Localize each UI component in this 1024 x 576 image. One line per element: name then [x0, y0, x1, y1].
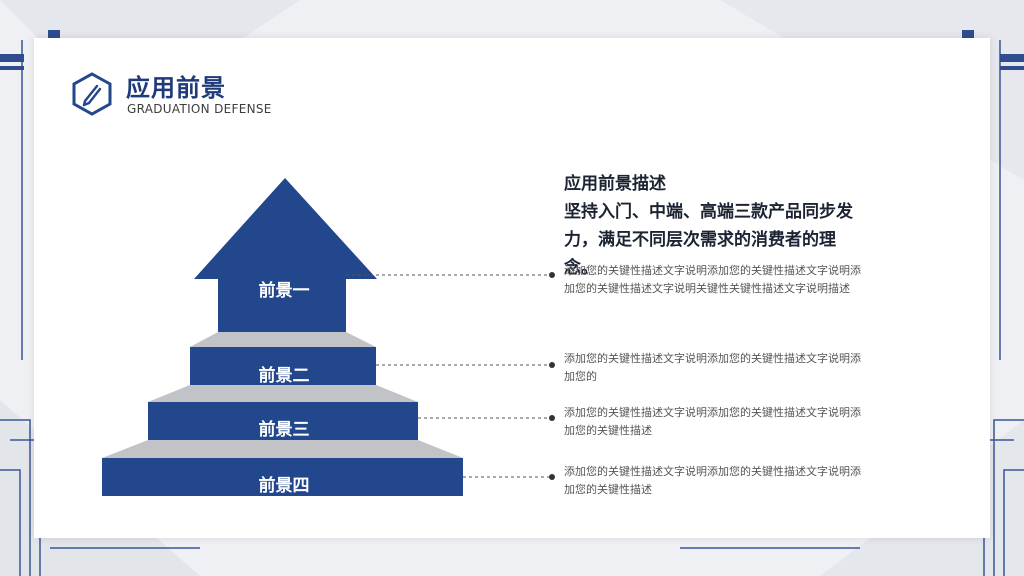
page-subtitle: GRADUATION DEFENSE — [127, 102, 272, 116]
step-desc-4: 添加您的关键性描述文字说明添加您的关键性描述文字说明添加您的关键性描述 — [564, 465, 861, 496]
description-heading: 应用前景描述 坚持入门、中端、高端三款产品同步发力，满足不同层次需求的消费者的理… — [564, 170, 864, 282]
step-4-top — [102, 440, 463, 458]
step-label-4: 前景四 — [258, 476, 310, 496]
connector-dot-4 — [549, 474, 555, 480]
step-desc-3: 添加您的关键性描述文字说明添加您的关键性描述文字说明添加您的关键性描述 — [564, 406, 861, 437]
step-desc-2: 添加您的关键性描述文字说明添加您的关键性描述文字说明添加您的 — [564, 352, 861, 383]
step-3-top — [148, 385, 418, 402]
arrow-head — [194, 178, 377, 279]
step-4-block — [102, 458, 463, 496]
connector-dot-1 — [549, 272, 555, 278]
step-desc-1: 添加您的关键性描述文字说明添加您的关键性描述文字说明添加您的关键性描述文字说明关… — [564, 264, 861, 295]
step-label-1: 前景一 — [258, 281, 310, 301]
step-2-block — [190, 347, 376, 385]
step-label-3: 前景三 — [258, 420, 310, 440]
connector-dot-2 — [549, 362, 555, 368]
heading-line-2: 坚持入门、中端、高端三款产品同步发力，满足不同层次需求的消费者的理念。 — [564, 202, 853, 278]
page-title: 应用前景 — [126, 74, 226, 102]
step-1-block — [218, 272, 346, 332]
step-3-block — [148, 402, 418, 440]
heading-line-1: 应用前景描述 — [564, 174, 666, 194]
pencil-hexagon-icon — [72, 72, 112, 116]
connector-dot-3 — [549, 415, 555, 421]
step-2-top — [190, 332, 376, 347]
step-label-2: 前景二 — [258, 366, 310, 386]
